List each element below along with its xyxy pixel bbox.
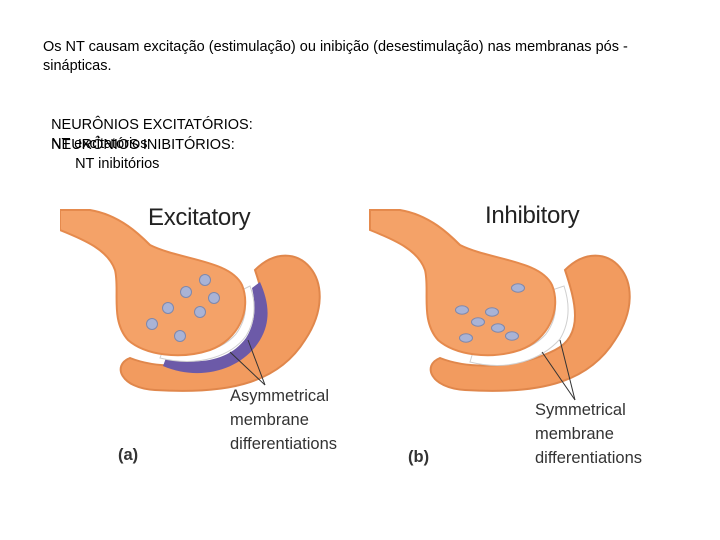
- panel-b-drawing: [369, 209, 631, 401]
- vesicle: [471, 317, 485, 327]
- vesicle: [505, 331, 519, 341]
- row-value: NT inibitórios: [75, 156, 160, 172]
- caption-line: membrane: [535, 425, 614, 443]
- presynaptic-terminal-a: [60, 209, 247, 357]
- caption-line: differentiations: [535, 449, 643, 467]
- vesicle: [511, 283, 525, 293]
- panel-a-drawing: [60, 209, 321, 392]
- vesicle: [162, 302, 174, 314]
- caption-line: Symmetrical: [535, 401, 626, 419]
- vesicle: [199, 274, 211, 286]
- panel-label-b: (b): [408, 448, 430, 466]
- caption-line: Asymmetrical: [230, 387, 330, 405]
- synapse-illustration: [60, 209, 631, 401]
- presynaptic-terminal-b: [369, 209, 557, 357]
- postsynaptic-cell-b: [429, 254, 631, 392]
- row-label: NEURÔNIOS EXCITATÓRIOS:: [51, 117, 253, 133]
- row-label: NEURÔNIOS INIBITÓRIOS:: [51, 137, 235, 153]
- vesicle: [491, 323, 505, 333]
- vesicle: [174, 330, 186, 342]
- row-value: NT excitatórios: [51, 136, 148, 152]
- caption-line: membrane: [230, 411, 309, 429]
- vesicle: [208, 292, 220, 304]
- row-inhibitory: NEURÔNIOS INIBITÓRIOS: NT inibitórios: [43, 117, 235, 174]
- vesicle: [194, 306, 206, 318]
- vesicle: [146, 318, 158, 330]
- panel-label-a: (a): [118, 446, 139, 464]
- vesicle: [180, 286, 192, 298]
- synapse-figure: Excitatory Inhibitory Asymmetrical membr…: [60, 190, 700, 490]
- vesicle: [485, 307, 499, 317]
- vesicle: [459, 333, 473, 343]
- caption-inhibitory: Symmetrical membrane differentiations: [535, 398, 642, 470]
- intro-text: Os NT causam excitação (estimulação) ou …: [43, 39, 628, 74]
- panel-title-inhibitory: Inhibitory: [485, 202, 580, 229]
- postsynaptic-density-a: [163, 282, 268, 374]
- row-excitatory: NEURÔNIOS EXCITATÓRIOS: NT excitatórios: [43, 97, 253, 154]
- panel-title-excitatory: Excitatory: [148, 204, 251, 231]
- caption-excitatory: Asymmetrical membrane differentiations: [230, 384, 337, 456]
- vesicle: [455, 305, 469, 315]
- caption-line: differentiations: [230, 435, 338, 453]
